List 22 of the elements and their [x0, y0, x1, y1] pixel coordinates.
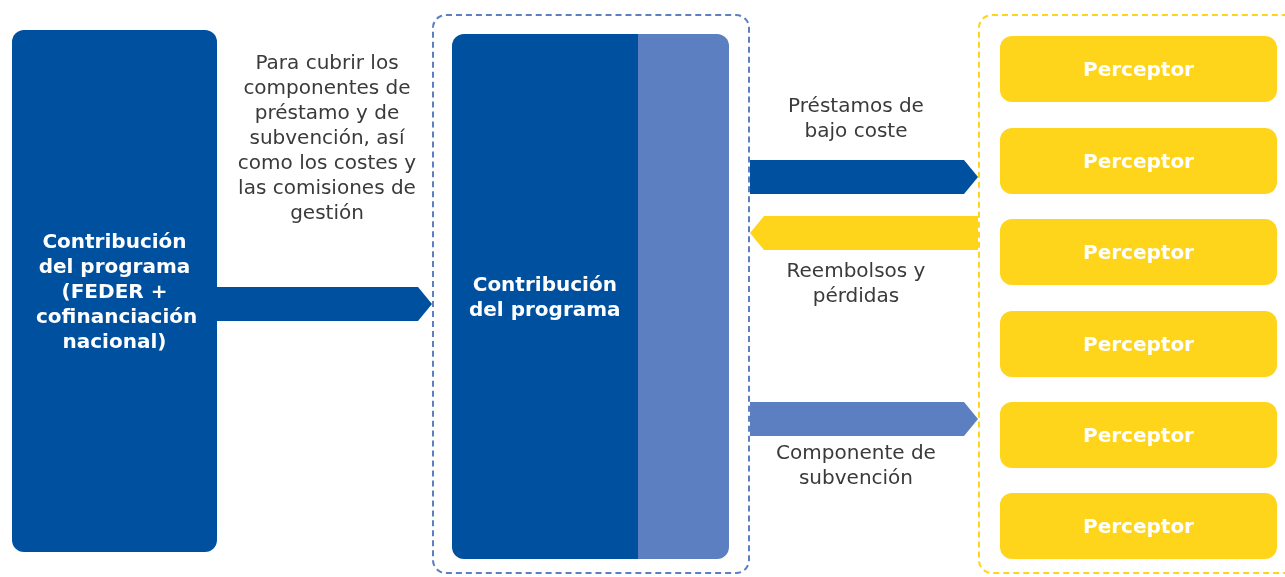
recipient-box	[1000, 36, 1277, 102]
node-label: Contribución del programa	[467, 271, 622, 322]
block-arrow	[750, 402, 978, 436]
recipient-box	[1000, 402, 1277, 468]
block-arrow	[750, 216, 978, 250]
recipient-box	[1000, 128, 1277, 194]
node-label: Perceptor	[1082, 56, 1195, 82]
node-label: Perceptor	[1082, 148, 1195, 174]
recipient-box	[1000, 493, 1277, 559]
node-label: Perceptor	[1082, 331, 1195, 357]
node-label: Perceptor	[1082, 513, 1195, 539]
recipient-box	[1000, 219, 1277, 285]
recipient-box	[1000, 311, 1277, 377]
node-label: Perceptor	[1082, 239, 1195, 265]
dashed-container	[432, 14, 750, 574]
dashed-container	[978, 14, 1285, 574]
block-arrow	[217, 287, 432, 321]
block-arrow	[750, 160, 978, 194]
program-box	[452, 34, 729, 559]
source-box	[12, 30, 217, 552]
node-label: Perceptor	[1082, 422, 1195, 448]
node-label: Contribución del programa (FEDER + cofinanciación nacional)	[35, 228, 199, 354]
